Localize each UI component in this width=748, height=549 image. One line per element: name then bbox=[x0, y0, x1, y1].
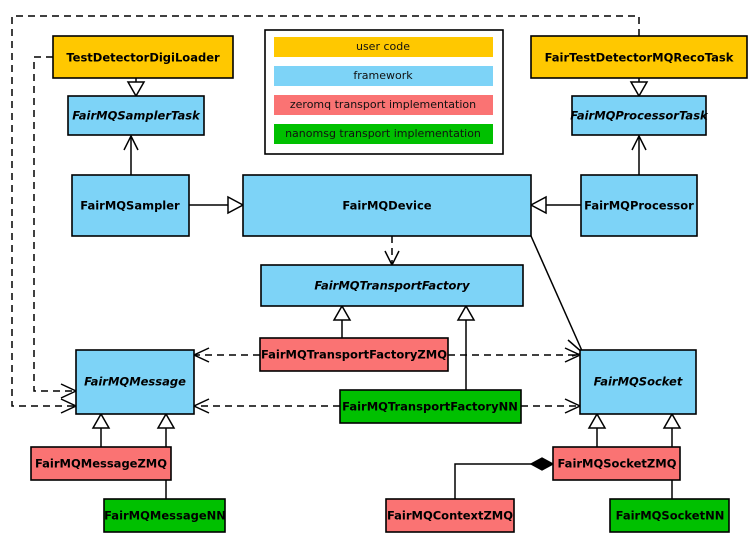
edge-tfnn-transportfactory bbox=[456, 304, 476, 390]
edge-tfnn-message bbox=[192, 398, 340, 414]
edge-device-transportfactory bbox=[384, 236, 400, 267]
edge-device-socket bbox=[530, 235, 585, 357]
edge-sampler-samplertask bbox=[123, 134, 139, 175]
edge-recotask-processortask bbox=[629, 78, 649, 98]
node-fairmqdevice[interactable]: FairMQDevice bbox=[242, 174, 532, 237]
edge-tfnn-socket bbox=[521, 398, 582, 414]
node-testdetectordigiloader[interactable]: TestDetectorDigiLoader bbox=[52, 35, 234, 79]
node-fairmqsocket[interactable]: FairMQSocket bbox=[579, 349, 697, 415]
node-fairmqtransportfactorynn[interactable]: FairMQTransportFactoryNN bbox=[339, 389, 522, 424]
node-fairmqsocketnn[interactable]: FairMQSocketNN bbox=[609, 498, 730, 533]
node-fairmqtransportfactoryzmq[interactable]: FairMQTransportFactoryZMQ bbox=[259, 337, 449, 372]
edge-processor-device bbox=[529, 195, 581, 215]
edge-tfzmq-transportfactory bbox=[332, 304, 352, 338]
node-fairmqmessagenn[interactable]: FairMQMessageNN bbox=[103, 498, 226, 533]
edge-digiloader-samplertask bbox=[126, 78, 146, 98]
node-fairtestdetectormqrecotask[interactable]: FairTestDetectorMQRecoTask bbox=[530, 35, 748, 79]
node-fairmqprocessortask[interactable]: FairMQProcessorTask bbox=[570, 95, 709, 136]
edge-processor-processortask bbox=[631, 134, 647, 175]
node-fairmqcontextzmq[interactable]: FairMQContextZMQ bbox=[385, 498, 515, 533]
node-fairmqsocketzmq[interactable]: FairMQSocketZMQ bbox=[552, 446, 681, 481]
node-fairmqprocessor[interactable]: FairMQProcessor bbox=[580, 174, 698, 237]
edge-tfzmq-socket bbox=[448, 347, 582, 363]
legend-item-nanomsg: nanomsg transport implementation bbox=[274, 124, 493, 144]
edge-socketzmq-socket bbox=[587, 412, 607, 447]
legend-item-user-code: user code bbox=[274, 37, 493, 57]
edge-sampler-device bbox=[189, 195, 245, 215]
legend-item-zeromq: zeromq transport implementation bbox=[274, 95, 493, 115]
legend-item-framework: framework bbox=[274, 66, 493, 86]
edge-layer bbox=[11, 15, 682, 499]
edge-messagezmq-message bbox=[91, 412, 111, 447]
node-fairmqsampler[interactable]: FairMQSampler bbox=[71, 174, 190, 237]
legend: user code framework zeromq transport imp… bbox=[264, 29, 504, 155]
node-fairmqmessage[interactable]: FairMQMessage bbox=[75, 349, 195, 415]
node-fairmqtransportfactory[interactable]: FairMQTransportFactory bbox=[260, 264, 524, 307]
node-fairmqsamplertask[interactable]: FairMQSamplerTask bbox=[67, 95, 205, 136]
node-fairmqmessagezmq[interactable]: FairMQMessageZMQ bbox=[30, 446, 172, 481]
edge-tfzmq-message bbox=[192, 347, 260, 363]
edge-socketzmq-contextzmq bbox=[454, 457, 555, 499]
